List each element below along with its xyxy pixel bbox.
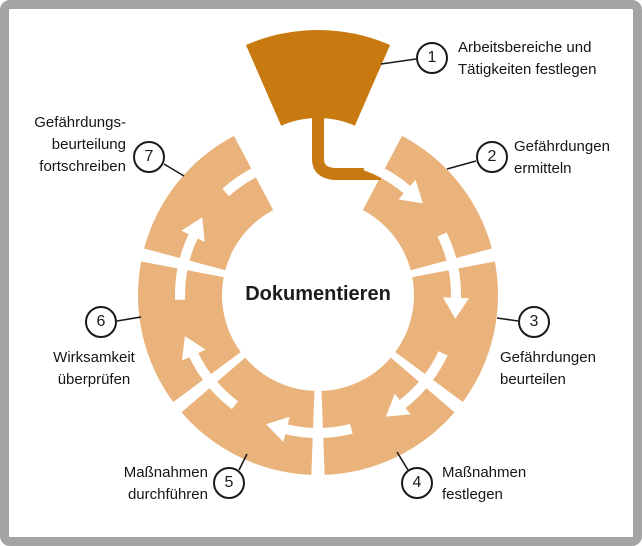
step-4-number-badge: 4 <box>401 467 433 499</box>
flow-arrow-1-head <box>271 151 296 177</box>
flow-arrow-5-head <box>266 416 290 442</box>
leader-line-6 <box>116 316 142 322</box>
leader-line-1 <box>380 58 417 65</box>
step-1-number-badge: 1 <box>416 42 448 74</box>
step-7-label: Gefährdungs- beurteilung fortschreiben <box>34 114 126 175</box>
flow-arrow-7-head <box>181 217 205 243</box>
leader-line-3 <box>496 317 519 322</box>
leader-line-7 <box>163 163 185 177</box>
flow-arrow-3-head <box>442 297 469 319</box>
flow-arrow-7-shaft <box>175 232 199 300</box>
step-6-label: Wirksamkeit überprüfen <box>53 349 135 388</box>
step-3-label: Gefährdungen beurteilen <box>500 349 596 388</box>
flow-arrow-2-head <box>398 179 423 204</box>
flow-arrow-4-head <box>385 393 411 417</box>
flow-arrow-1-shaft <box>222 158 280 197</box>
leader-line-5 <box>238 453 248 471</box>
leader-line-4 <box>396 451 409 471</box>
leader-line-2 <box>446 160 477 170</box>
step-6-number-badge: 6 <box>85 306 117 338</box>
flow-arrow-2-shaft <box>363 160 412 195</box>
segment-3 <box>395 261 498 402</box>
flow-arrow-5-shaft <box>283 424 353 438</box>
step-4-label: Maßnahmen festlegen <box>442 464 527 503</box>
segment-7 <box>144 135 274 271</box>
flow-arrow-6-head <box>181 336 206 361</box>
flow-arrow-3-shaft <box>437 232 461 300</box>
step-1-label: Arbeitsbereiche und Tätigkeiten festlege… <box>458 39 597 78</box>
segment-1-connector-stem <box>312 114 381 180</box>
flow-arrow-6-shaft <box>188 351 239 410</box>
flow-arrow-4-shaft <box>397 351 448 410</box>
step-5-number-badge: 5 <box>213 467 245 499</box>
segment-2 <box>362 135 492 271</box>
step-3-number-badge: 3 <box>518 306 550 338</box>
segment-6 <box>137 261 241 402</box>
step-7-number-badge: 7 <box>133 141 165 173</box>
step-2-label: Gefährdungen ermitteln <box>514 138 610 177</box>
step-2-number-badge: 2 <box>476 141 508 173</box>
center-label: Dokumentieren <box>245 283 391 305</box>
step-5-label: Maßnahmen durchführen <box>123 464 208 503</box>
segment-1-highlight <box>245 30 391 126</box>
